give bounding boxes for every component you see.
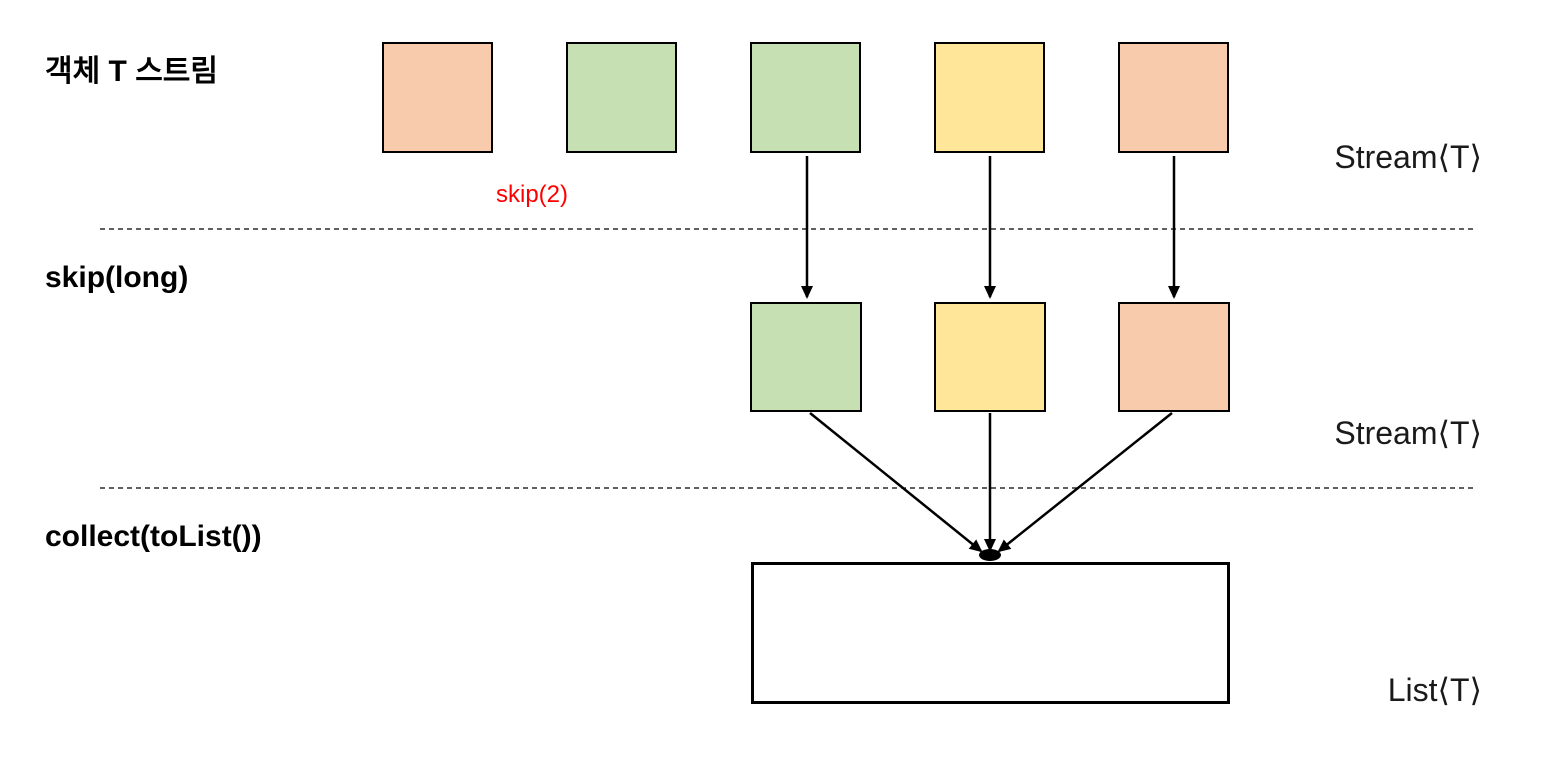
- after_skip-element-1-green: [750, 302, 862, 412]
- list-container-box: [751, 562, 1230, 704]
- stage-label-skip: skip(long): [45, 261, 189, 294]
- type-label-stream-1: Stream⟨T⟩: [1334, 139, 1482, 175]
- after_skip-element-3-orange: [1118, 302, 1230, 412]
- source-element-3-green: [750, 42, 861, 153]
- after_skip-element-2-yellow: [934, 302, 1046, 412]
- source-stream-title: 객체 T 스트림: [45, 55, 218, 88]
- type-label-stream-2: Stream⟨T⟩: [1334, 415, 1482, 451]
- skip-count-annotation: skip(2): [496, 181, 569, 208]
- source-element-4-yellow: [934, 42, 1045, 153]
- stage-label-collect: collect(toList()): [45, 520, 262, 553]
- source-element-5-orange: [1118, 42, 1229, 153]
- source-element-1-orange: [382, 42, 493, 153]
- type-label-list: List⟨T⟩: [1387, 672, 1482, 708]
- source-element-2-green: [566, 42, 677, 153]
